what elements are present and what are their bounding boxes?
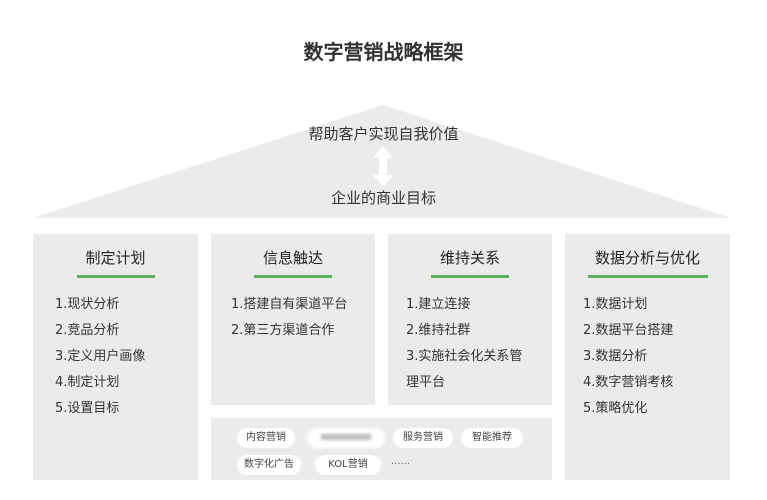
list-item: 3.实施社会化关系管理平台 <box>406 349 523 390</box>
column-title: 数据分析与优化 <box>594 249 700 267</box>
list-item: 4.制定计划 <box>55 375 120 390</box>
list-item: 3.定义用户画像 <box>55 349 146 364</box>
list-item: 1.建立连接 <box>406 297 471 312</box>
list-item: 4.数字营销考核 <box>583 375 674 390</box>
column-plan: 制定计划 1.现状分析 2.竞品分析 3.定义用户画像 4.制定计划 5.设置目标 <box>33 234 198 480</box>
column-data: 数据分析与优化 1.数据计划 2.数据平台搭建 3.数据分析 4.数字营销考核 5.策略… <box>565 234 730 480</box>
list-item: 5.设置目标 <box>55 401 120 416</box>
tag-blurred <box>307 428 385 448</box>
list-item: 3.数据分析 <box>583 349 648 364</box>
list-item: 2.维持社群 <box>406 323 471 338</box>
title-underline <box>254 275 332 278</box>
column-title: 维持关系 <box>439 249 500 267</box>
tag: 内容营销 <box>237 428 295 448</box>
list-item: 1.搭建自有渠道平台 <box>231 297 348 312</box>
double-arrow-icon <box>373 146 393 187</box>
title-underline <box>431 275 509 278</box>
column-title: 制定计划 <box>85 249 146 267</box>
tag: 智能推荐 <box>461 428 523 448</box>
roof-bottom-text: 企业的商业目标 <box>330 189 436 207</box>
roof-triangle <box>33 105 731 218</box>
list-item: 5.策略优化 <box>583 401 648 416</box>
tag: KOL营销 <box>315 455 381 475</box>
list-item: 2.数据平台搭建 <box>583 323 674 338</box>
tag: 服务营销 <box>393 428 453 448</box>
tag: 数字化广告 <box>237 455 301 475</box>
list-item: 2.竞品分析 <box>55 323 120 338</box>
title-underline <box>587 275 708 278</box>
roof-top-text: 帮助客户实现自我价值 <box>308 125 459 143</box>
column-reach: 信息触达 1.搭建自有渠道平台 2.第三方渠道合作 <box>211 234 375 405</box>
channel-tags-panel: 内容营销 服务营销 智能推荐 数字化广告 KOL营销 ······ <box>211 418 552 480</box>
list-item: 1.数据计划 <box>583 297 648 312</box>
list-item: 2.第三方渠道合作 <box>231 323 335 338</box>
list-item: 1.现状分析 <box>55 297 120 312</box>
column-title: 信息触达 <box>262 249 323 267</box>
more-ellipsis: ······ <box>391 459 411 470</box>
title-underline <box>76 275 155 278</box>
column-relationship: 维持关系 1.建立连接 2.维持社群 3.实施社会化关系管理平台 <box>388 234 552 405</box>
page-title: 数字营销战略框架 <box>303 40 464 64</box>
